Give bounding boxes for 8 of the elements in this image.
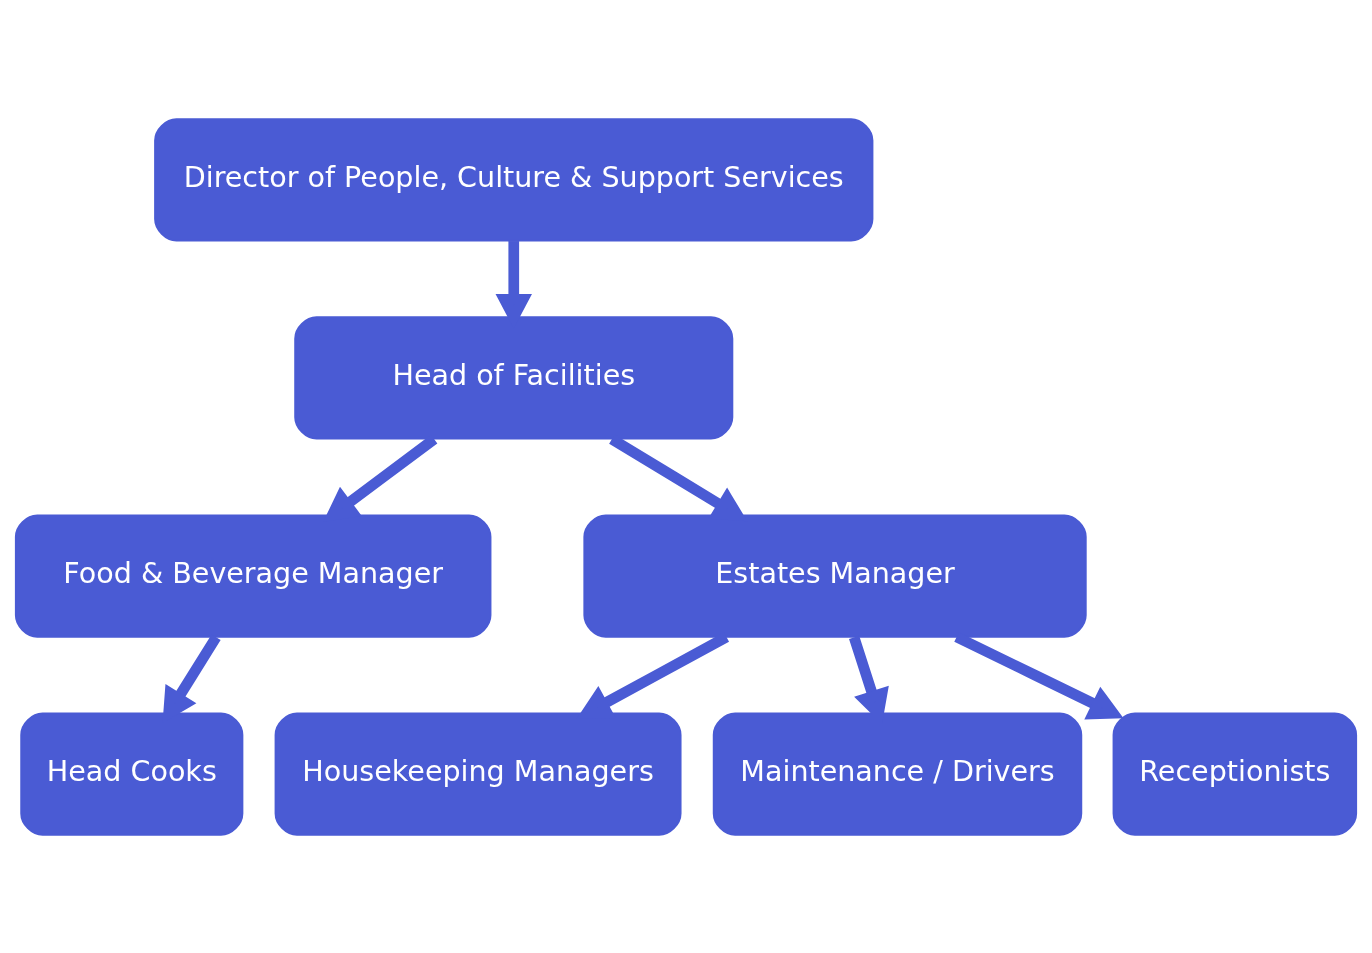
node-box: Food & Beverage Manager <box>14 514 492 638</box>
node-box: Director of People, Culture & Support Services <box>154 117 874 241</box>
node-box: Head Cooks <box>20 712 244 836</box>
node-box: Receptionists <box>1112 712 1358 836</box>
node-box: Head of Facilities <box>294 315 734 439</box>
node-box: Estates Manager <box>583 514 1087 638</box>
node-box: Maintenance / Drivers <box>712 712 1083 836</box>
node-box: Housekeeping Managers <box>274 712 682 836</box>
